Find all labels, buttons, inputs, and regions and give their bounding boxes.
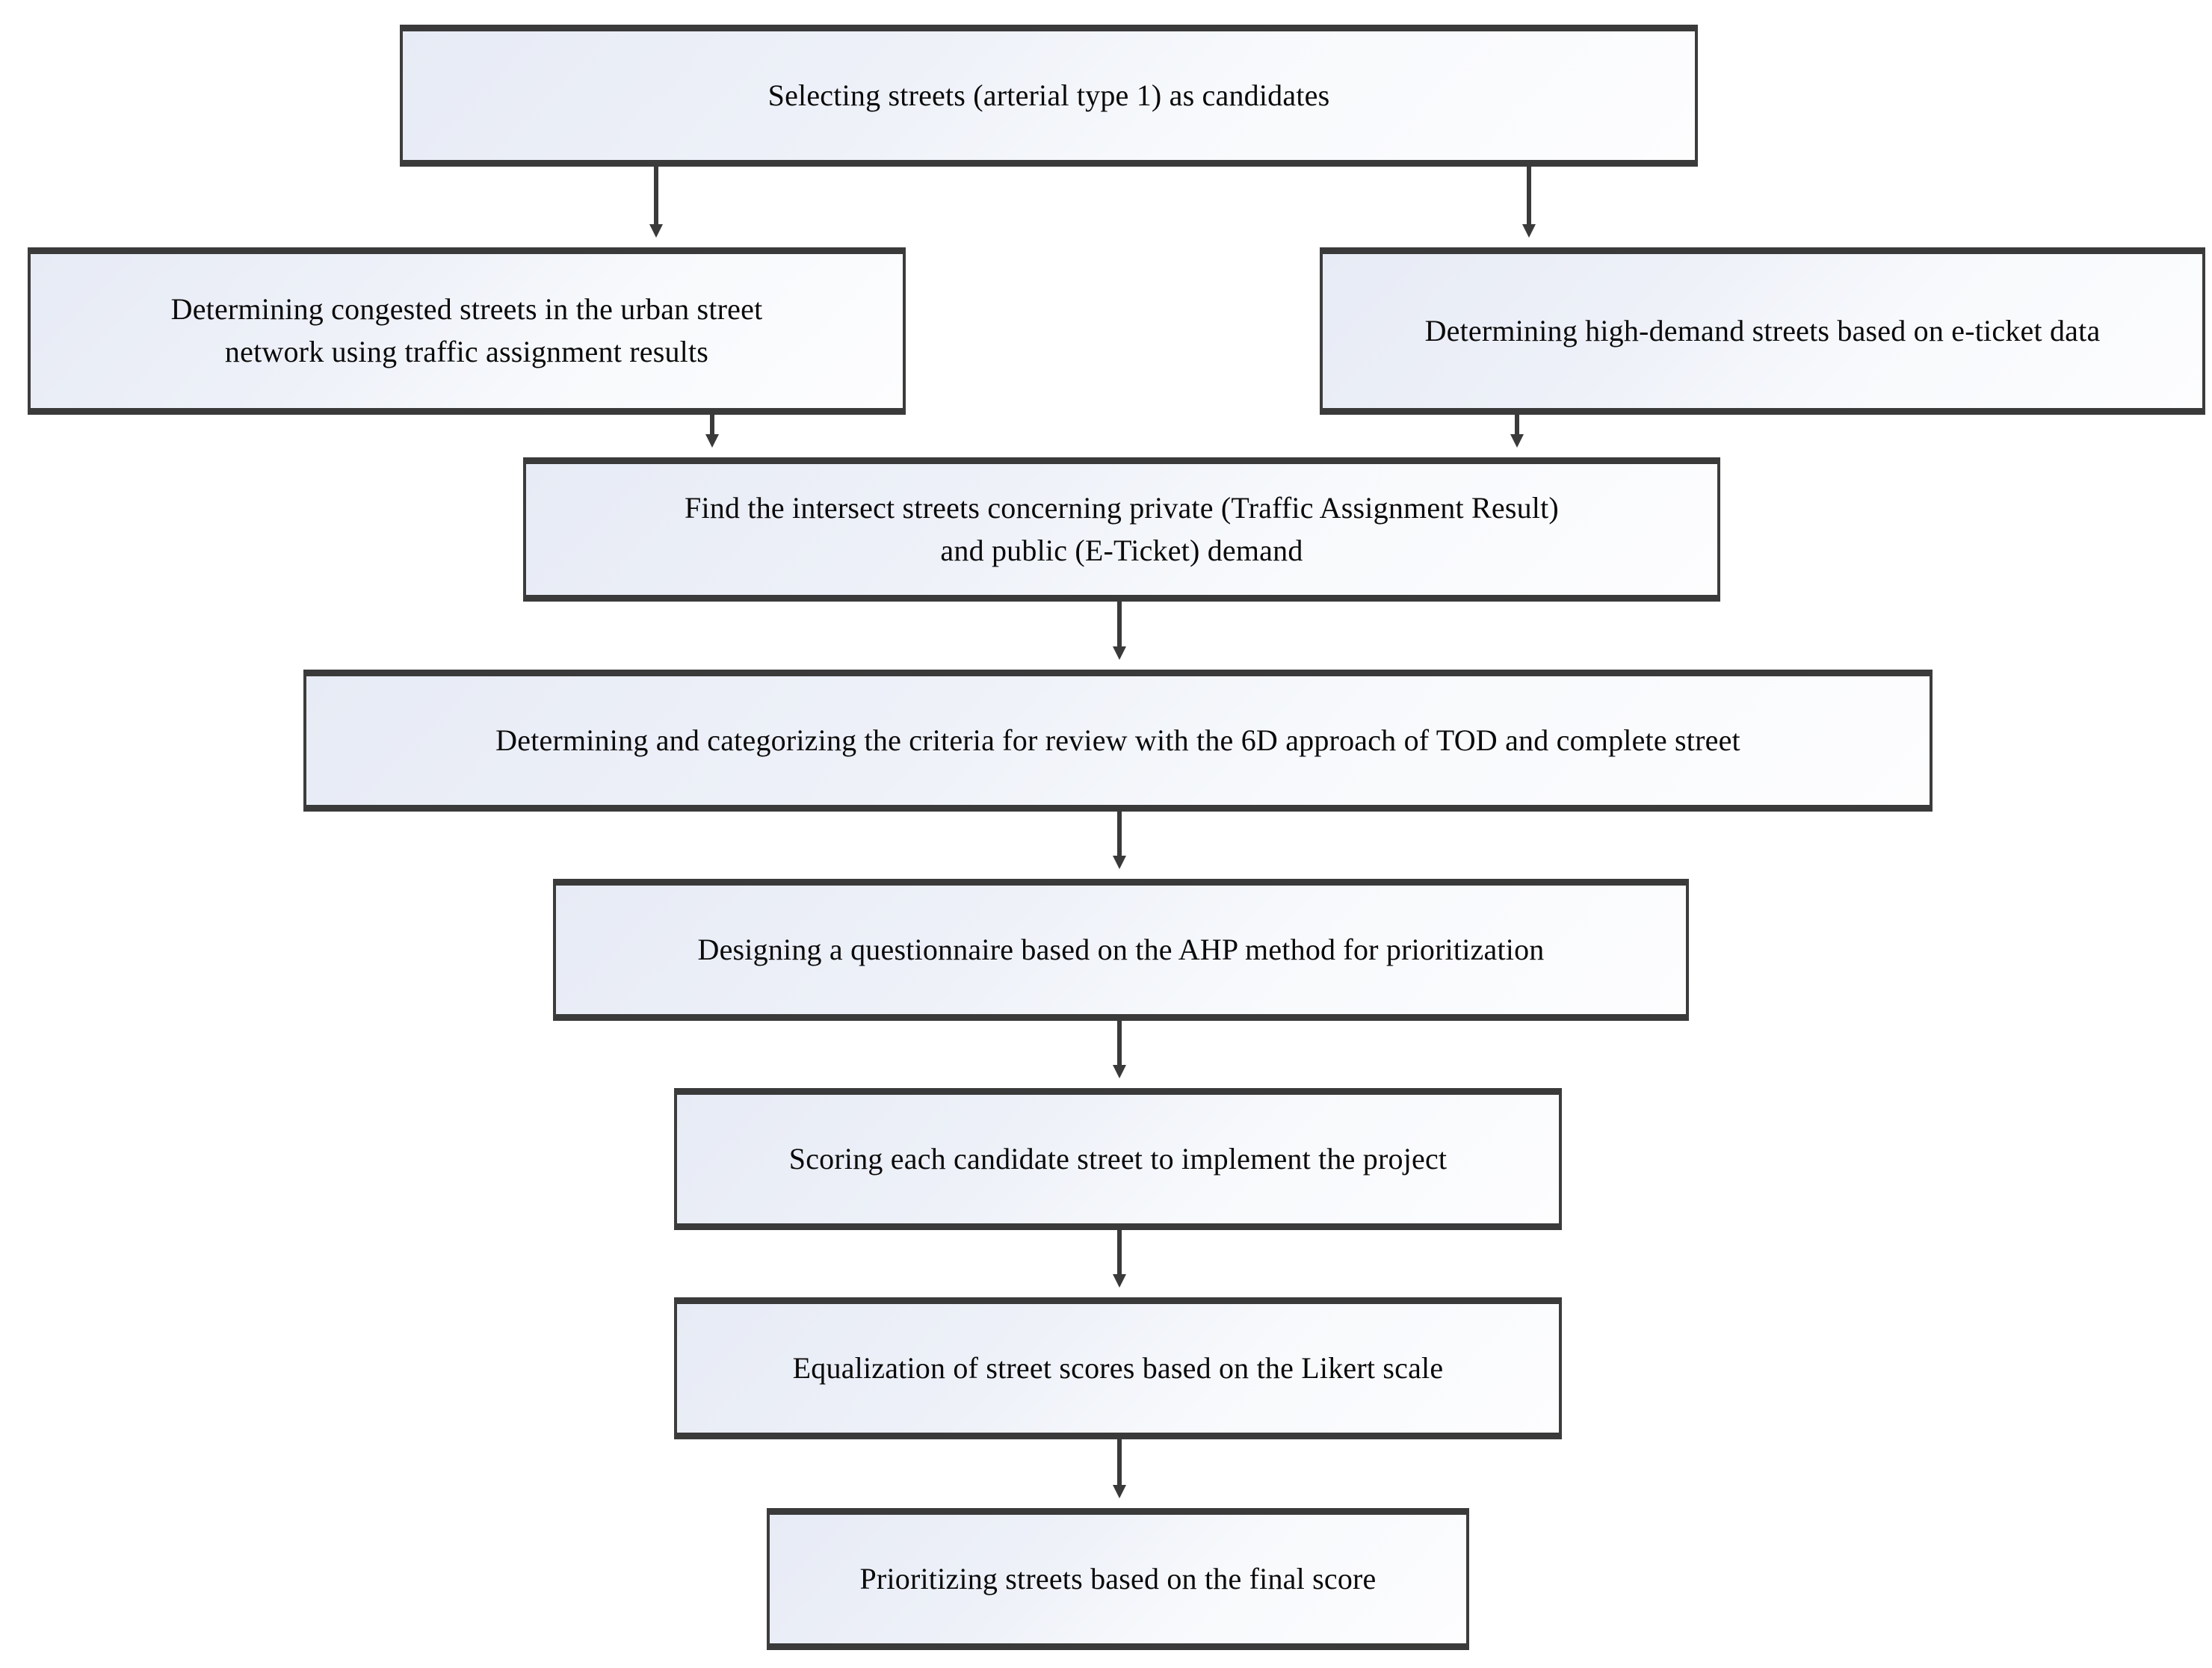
flow-node-scoring-streets[interactable]: Scoring each candidate street to impleme… xyxy=(674,1088,1562,1230)
flow-node-label: Determining congested streets in the urb… xyxy=(170,292,763,368)
flow-node-label: Determining high-demand streets based on… xyxy=(1424,313,2101,348)
flow-node-prioritizing-streets[interactable]: Prioritizing streets based on the final … xyxy=(767,1508,1469,1650)
flow-node-label: Selecting streets (arterial type 1) as c… xyxy=(767,78,1330,112)
flow-node-select-streets[interactable]: Selecting streets (arterial type 1) as c… xyxy=(400,25,1698,167)
flow-node-label: Scoring each candidate street to impleme… xyxy=(788,1141,1448,1176)
flow-node-criteria-6d-tod[interactable]: Determining and categorizing the criteri… xyxy=(303,670,1933,812)
flow-node-questionnaire-ahp[interactable]: Designing a questionnaire based on the A… xyxy=(553,879,1689,1021)
flow-node-equalization-likert[interactable]: Equalization of street scores based on t… xyxy=(674,1297,1562,1439)
flow-node-congested-streets[interactable]: Determining congested streets in the urb… xyxy=(28,247,906,415)
flow-node-label: Find the intersect streets concerning pr… xyxy=(685,490,1559,567)
flow-node-label: Prioritizing streets based on the final … xyxy=(859,1561,1377,1596)
flow-node-label: Equalization of street scores based on t… xyxy=(792,1350,1444,1385)
flow-node-label: Designing a questionnaire based on the A… xyxy=(697,932,1545,966)
flow-node-high-demand-streets[interactable]: Determining high-demand streets based on… xyxy=(1320,247,2205,415)
flow-node-label: Determining and categorizing the criteri… xyxy=(495,723,1740,757)
flow-node-intersect-streets[interactable]: Find the intersect streets concerning pr… xyxy=(523,457,1720,602)
